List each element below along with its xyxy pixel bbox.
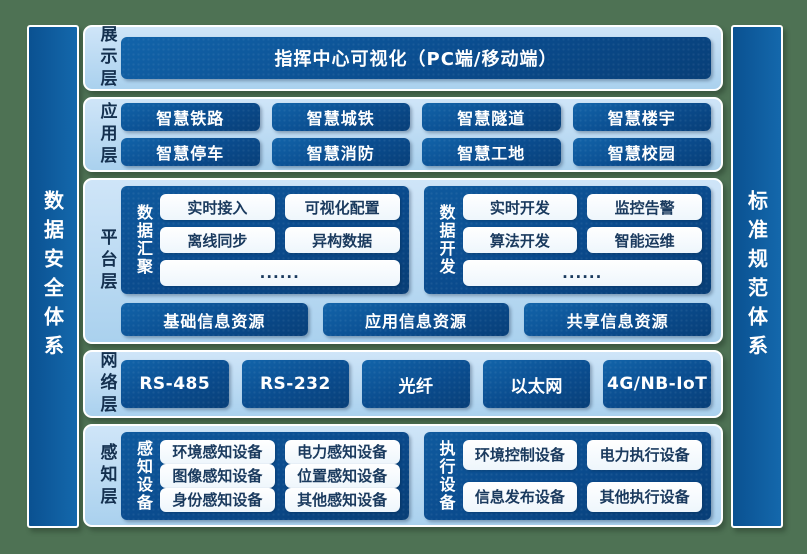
aggregation-item: 可视化配置 <box>284 194 400 220</box>
development-item: 实时开发 <box>462 194 578 220</box>
sensing-item: 电力感知设备 <box>284 439 400 464</box>
resource-item: 共享信息资源 <box>524 303 712 336</box>
development-item: 算法开发 <box>462 227 578 253</box>
network-item: 光纤 <box>362 360 470 408</box>
presentation-layer-panel: 展示层 指挥中心可视化（PC端/移动端） <box>83 25 723 91</box>
data-aggregation-box: 数据汇聚 实时接入 可视化配置 离线同步 异构数据 <box>121 186 409 294</box>
presentation-layer-label: 展示层 <box>96 25 117 91</box>
app-item: 智慧工地 <box>422 138 561 166</box>
data-development-label: 数据开发 <box>436 204 456 276</box>
presentation-layer-label-wrap: 展示层 <box>91 25 121 91</box>
layer-stack: 展示层 指挥中心可视化（PC端/移动端） 应用层 智慧铁路 智慧城铁 智慧隧道 … <box>83 25 723 527</box>
development-more: ...... <box>462 260 702 286</box>
actuation-item: 信息发布设备 <box>462 481 578 512</box>
actuation-item: 电力执行设备 <box>587 439 702 470</box>
network-layer-panel: 网络层 RS-485 RS-232 光纤 以太网 4G/NB-IoT <box>83 350 723 418</box>
app-item: 智慧城铁 <box>271 103 410 131</box>
network-item: 以太网 <box>482 360 591 408</box>
network-item: RS-485 <box>121 360 229 408</box>
command-center-visualization-box: 指挥中心可视化（PC端/移动端） <box>121 37 711 79</box>
actuation-devices-label-wrap: 执行设备 <box>433 440 459 512</box>
resource-item: 基础信息资源 <box>121 303 308 336</box>
app-item: 智慧停车 <box>121 138 260 166</box>
actuation-devices-box: 执行设备 环境控制设备 电力执行设备 信息发布设备 其他执行设备 <box>424 432 712 520</box>
actuation-item: 环境控制设备 <box>462 439 578 470</box>
data-security-system-label: 数据安全体系 <box>40 189 65 364</box>
aggregation-item: 离线同步 <box>160 227 275 253</box>
data-security-system-bar: 数据安全体系 <box>27 25 79 528</box>
data-aggregation-label: 数据汇聚 <box>134 204 153 276</box>
app-item: 智慧消防 <box>271 138 410 166</box>
network-item: 4G/NB-IoT <box>603 360 711 408</box>
application-layer-label: 应用层 <box>96 101 117 168</box>
data-development-box: 数据开发 实时开发 监控告警 算法开发 智能运维 <box>424 186 712 294</box>
perception-layer-panel: 感知层 感知设备 环境感知设备 电力感知设备 图像感知设备 <box>83 424 723 527</box>
perception-layer-label: 感知层 <box>96 442 117 509</box>
development-item: 监控告警 <box>587 194 702 220</box>
development-item: 智能运维 <box>587 227 702 253</box>
application-layer-panel: 应用层 智慧铁路 智慧城铁 智慧隧道 智慧楼宇 智慧停车 智慧消防 智慧工地 智… <box>83 97 723 172</box>
platform-layer-panel: 平台层 数据汇聚 实时接入 可视化配置 <box>83 178 723 344</box>
sensing-item: 环境感知设备 <box>160 439 275 464</box>
sensing-devices-box: 感知设备 环境感知设备 电力感知设备 图像感知设备 位置感知设备 身份感知设备 <box>121 432 409 520</box>
sensing-item: 其他感知设备 <box>284 487 400 512</box>
sensing-item: 图像感知设备 <box>160 463 275 488</box>
sensing-devices-label: 感知设备 <box>134 439 153 512</box>
sensing-item: 身份感知设备 <box>160 487 275 512</box>
aggregation-more: ...... <box>160 260 400 286</box>
platform-layer-label: 平台层 <box>96 228 117 294</box>
aggregation-item: 实时接入 <box>160 194 275 220</box>
platform-layer-label-wrap: 平台层 <box>91 228 121 294</box>
data-development-label-wrap: 数据开发 <box>433 204 459 276</box>
network-layer-label-wrap: 网络层 <box>91 351 121 417</box>
standard-spec-system-label: 标准规范体系 <box>744 189 769 364</box>
network-item: RS-232 <box>241 360 350 408</box>
actuation-devices-label: 执行设备 <box>436 439 456 512</box>
network-layer-label: 网络层 <box>96 351 117 417</box>
app-item: 智慧铁路 <box>121 103 260 131</box>
app-item: 智慧隧道 <box>422 103 561 131</box>
standard-spec-system-bar: 标准规范体系 <box>731 25 783 528</box>
perception-layer-label-wrap: 感知层 <box>91 443 121 509</box>
actuation-item: 其他执行设备 <box>587 481 702 512</box>
app-item: 智慧校园 <box>572 138 711 166</box>
aggregation-item: 异构数据 <box>284 227 400 253</box>
app-item: 智慧楼宇 <box>572 103 711 131</box>
resource-item: 应用信息资源 <box>322 303 510 336</box>
sensing-devices-label-wrap: 感知设备 <box>130 440 156 512</box>
data-aggregation-label-wrap: 数据汇聚 <box>130 204 156 276</box>
sensing-item: 位置感知设备 <box>284 463 400 488</box>
application-layer-label-wrap: 应用层 <box>91 102 121 168</box>
